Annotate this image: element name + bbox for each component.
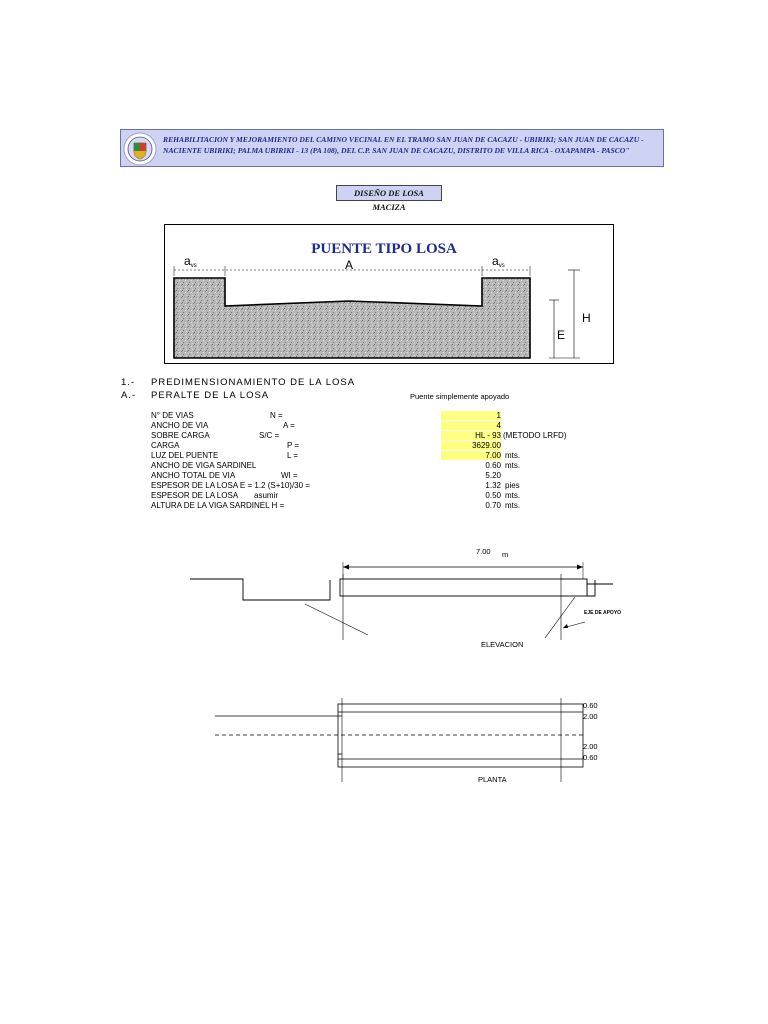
row-symbol: WI =: [281, 471, 298, 480]
row-symbol: N =: [270, 411, 283, 420]
row-label: ANCHO DE VIGA SARDINEL: [151, 461, 257, 470]
plan-dim-3: 2.00: [583, 742, 598, 751]
row-label: N° DE VIAS: [151, 411, 194, 420]
header-banner: REHABILITACION Y MEJORAMIENTO DEL CAMINO…: [120, 129, 664, 167]
label-avs-left: avs: [184, 254, 197, 269]
row-value: 0.70: [485, 501, 501, 510]
row-unit: mts.: [505, 501, 521, 510]
slab-section: [173, 277, 531, 359]
row-label: ANCHO TOTAL DE VIA: [151, 471, 236, 480]
project-title-line-1: REHABILITACION Y MEJORAMIENTO DEL CAMINO…: [163, 135, 644, 144]
row-label: ESPESOR DE LA LOSA: [151, 491, 239, 500]
row-value: 3629.00: [441, 441, 501, 450]
plan-dim-4: 0.60: [583, 753, 598, 762]
row-unit: (METODO LRFD): [503, 431, 567, 440]
row-unit: mts.: [505, 451, 521, 460]
elevation-drawing: [190, 562, 613, 640]
row-value: HL - 93: [441, 431, 501, 440]
row-symbol: A =: [283, 421, 295, 430]
label-A: A: [345, 258, 353, 272]
cross-section-diagram: PUENTE TIPO LOSA avs avs A H E: [164, 224, 614, 364]
row-label: SOBRE CARGA: [151, 431, 210, 440]
section-1-title: PREDIMENSIONAMIENTO DE LA LOSA: [151, 377, 356, 388]
support-note: Puente simplemente apoyado: [410, 392, 510, 401]
label-avs-right: avs: [492, 254, 505, 269]
row-symbol: L =: [287, 451, 299, 460]
section-A-title: PERALTE DE LA LOSA: [151, 390, 270, 401]
section-A-number: A.-: [121, 390, 137, 401]
row-value: 5.20: [485, 471, 501, 480]
row-symbol: P =: [287, 441, 300, 450]
row-value: 1: [441, 411, 501, 420]
row-label: ESPESOR DE LA LOSA E = 1.2 (S+10)/30 =: [151, 481, 310, 490]
row-symbol: S/C =: [259, 431, 280, 440]
elevation-caption: ELEVACION: [481, 640, 524, 649]
label-E: E: [557, 328, 565, 342]
municipal-seal-icon: [123, 132, 157, 166]
section-1-number: 1.-: [121, 377, 136, 388]
row-label: LUZ DEL PUENTE: [151, 451, 219, 460]
row-value: 1.32: [485, 481, 501, 490]
row-value: 0.60: [485, 461, 501, 470]
slab-elevation: [339, 578, 588, 597]
plan-dim-2: 2.00: [583, 712, 598, 721]
project-title: REHABILITACION Y MEJORAMIENTO DEL CAMINO…: [163, 134, 658, 156]
deck-outline: [337, 703, 584, 768]
row-unit: mts.: [505, 461, 521, 470]
row-unit: pies: [505, 481, 520, 490]
span-unit: m: [502, 550, 509, 559]
row-value: 7.00: [441, 451, 501, 460]
row-unit: mts.: [505, 491, 521, 500]
row-value: 0.50: [485, 491, 501, 500]
diagram-title: PUENTE TIPO LOSA: [311, 241, 457, 257]
row-value: 4: [441, 421, 501, 430]
document-subtitle: DISEÑO DE LOSA MACIZA: [336, 185, 442, 212]
row-label: ANCHO DE VIA: [151, 421, 209, 430]
label-H: H: [582, 311, 591, 325]
row-label: ALTURA DE LA VIGA SARDINEL H =: [151, 501, 285, 510]
plan-dim-1: 0.60: [583, 701, 598, 710]
row-label: CARGA: [151, 441, 180, 450]
span-value: 7.00: [476, 547, 491, 556]
plan-caption: PLANTA: [478, 775, 507, 784]
row-symbol: asumir: [254, 491, 279, 500]
support-axis-label: EJE DE APOYO: [584, 610, 622, 616]
plan-drawing: [215, 698, 584, 782]
project-title-line-2: NACIENTE UBIRIKI; PALMA UBIRIKI - 13 (PA…: [163, 146, 630, 155]
